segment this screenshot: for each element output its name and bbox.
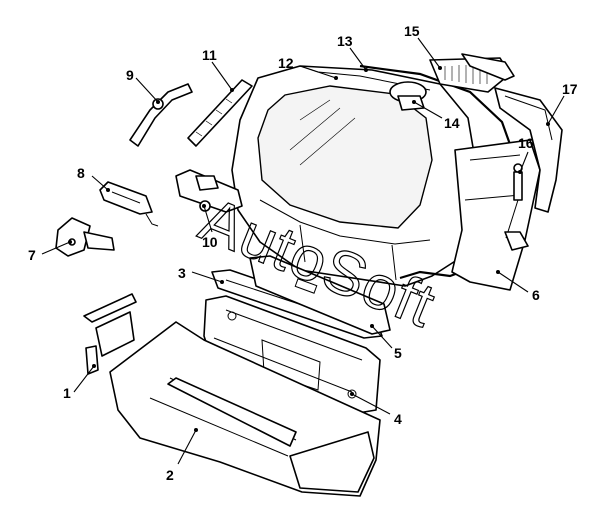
part-6-lower-frame bbox=[451, 139, 541, 291]
callout-13: 13 bbox=[337, 33, 368, 72]
callout-15: 15 bbox=[404, 23, 442, 70]
callout-4: 4 bbox=[350, 392, 402, 427]
callout-11: 11 bbox=[202, 47, 234, 92]
callout-1: 1 bbox=[63, 364, 96, 401]
callout-7: 7 bbox=[28, 240, 72, 263]
part-11-wiper-blade bbox=[187, 79, 253, 147]
callout-10: 10 bbox=[202, 204, 218, 250]
callout-10-label: 10 bbox=[202, 234, 218, 250]
part-15-brake-light bbox=[429, 53, 515, 93]
callout-8-label: 8 bbox=[77, 165, 85, 181]
callout-6-label: 6 bbox=[532, 287, 540, 303]
part-12-tailgate bbox=[231, 65, 477, 287]
callout-17: 17 bbox=[546, 81, 578, 126]
callout-9-label: 9 bbox=[126, 67, 134, 83]
part-7-hinge bbox=[55, 217, 115, 257]
callout-7-label: 7 bbox=[28, 247, 36, 263]
callout-12-label: 12 bbox=[278, 55, 294, 71]
callout-11-label: 11 bbox=[202, 47, 217, 63]
callout-14: 14 bbox=[412, 100, 460, 131]
callout-8: 8 bbox=[77, 165, 110, 192]
callout-17-label: 17 bbox=[562, 81, 578, 97]
callout-14-label: 14 bbox=[444, 115, 460, 131]
callout-2-label: 2 bbox=[166, 467, 174, 483]
callout-1-label: 1 bbox=[63, 385, 71, 401]
callout-16-label: 16 bbox=[518, 135, 534, 151]
part-14-wiper-motor bbox=[389, 81, 427, 111]
part-9-wiper-arm bbox=[129, 83, 193, 147]
callout-5: 5 bbox=[370, 324, 402, 361]
callout-15-label: 15 bbox=[404, 23, 420, 39]
callout-13-label: 13 bbox=[337, 33, 353, 49]
callout-12: 12 bbox=[278, 55, 338, 80]
callout-6: 6 bbox=[496, 270, 540, 303]
callout-3: 3 bbox=[178, 265, 224, 284]
callout-9: 9 bbox=[126, 67, 160, 104]
callout-5-label: 5 bbox=[394, 345, 402, 361]
part-10-lock-actuator bbox=[175, 169, 243, 213]
callout-16: 16 bbox=[518, 135, 534, 174]
callout-4-label: 4 bbox=[394, 411, 402, 427]
callout-2: 2 bbox=[166, 428, 198, 483]
part-8-handle bbox=[99, 181, 159, 227]
callout-3-label: 3 bbox=[178, 265, 186, 281]
part-5-reinforcement bbox=[249, 255, 391, 335]
part-17-side-trim bbox=[494, 87, 563, 213]
part-2-bumper-cover bbox=[109, 321, 381, 497]
